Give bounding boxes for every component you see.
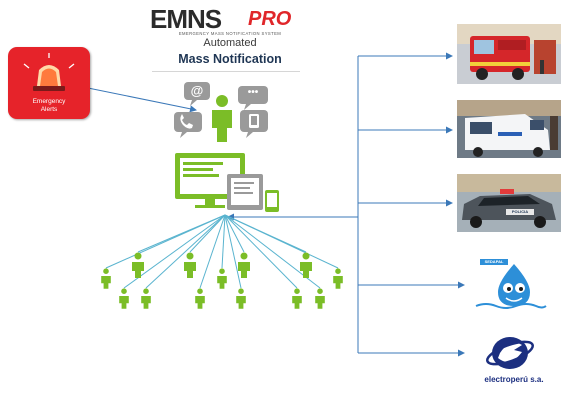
fan-line [224, 214, 298, 289]
person-icon [217, 268, 227, 289]
email-symbol: @ [190, 83, 204, 98]
title-divider [152, 71, 300, 72]
police-label: POLICIA [511, 209, 529, 214]
fan-line [137, 214, 226, 253]
water-company-label: SEDAPAL [484, 259, 504, 264]
fan-line [221, 214, 226, 269]
recipients-crowd [101, 252, 343, 309]
person-icon [333, 268, 343, 289]
person-icon [292, 288, 302, 309]
emns-logo-text: EMNS [150, 4, 222, 34]
devices-icon [175, 153, 279, 212]
person-icon [132, 252, 144, 278]
logo-tagline: EMERGENCY MASS NOTIFICATION SYSTEM [178, 31, 282, 36]
fan-line [145, 214, 226, 289]
sms-symbol: ••• [247, 87, 259, 98]
police-car-photo [457, 174, 561, 232]
fan-line [224, 214, 242, 289]
email-bubble-icon [184, 82, 210, 106]
person-icon [184, 252, 196, 278]
subtitle: Automated [203, 37, 257, 49]
emergency-alerts-label: Emergency Alerts [8, 98, 90, 114]
water-company-mascot [469, 256, 549, 314]
alert-to-system-arrow [87, 87, 197, 113]
siren-overlay [23, 53, 75, 91]
fan-line [224, 214, 245, 253]
operator-person-icon [212, 95, 232, 142]
person-icon [238, 252, 250, 278]
distribution-connectors [225, 52, 465, 357]
person-icon [236, 288, 246, 309]
alert-label-line2: Alerts [40, 106, 58, 113]
pro-logo-text: PRO [248, 8, 292, 30]
person-icon [300, 252, 312, 278]
fire-truck-photo [457, 24, 561, 84]
electroperu-label: electroperú s.a. [484, 375, 544, 384]
person-icon [195, 288, 205, 309]
person-icon [315, 288, 325, 309]
alert-label-line1: Emergency [32, 98, 66, 105]
sms-bubble-icon [238, 86, 268, 110]
fan-line [224, 214, 339, 269]
mobile-bubble-icon [240, 110, 268, 138]
fan-line [189, 214, 226, 253]
phone-bubble-icon [174, 112, 202, 138]
page-title: Mass Notification [178, 52, 282, 66]
person-icon [141, 288, 151, 309]
person-icon [119, 288, 129, 309]
electroperu-logo-icon [472, 330, 548, 386]
ambulance-photo [457, 100, 561, 158]
fan-line [199, 214, 226, 289]
person-icon [101, 268, 111, 289]
